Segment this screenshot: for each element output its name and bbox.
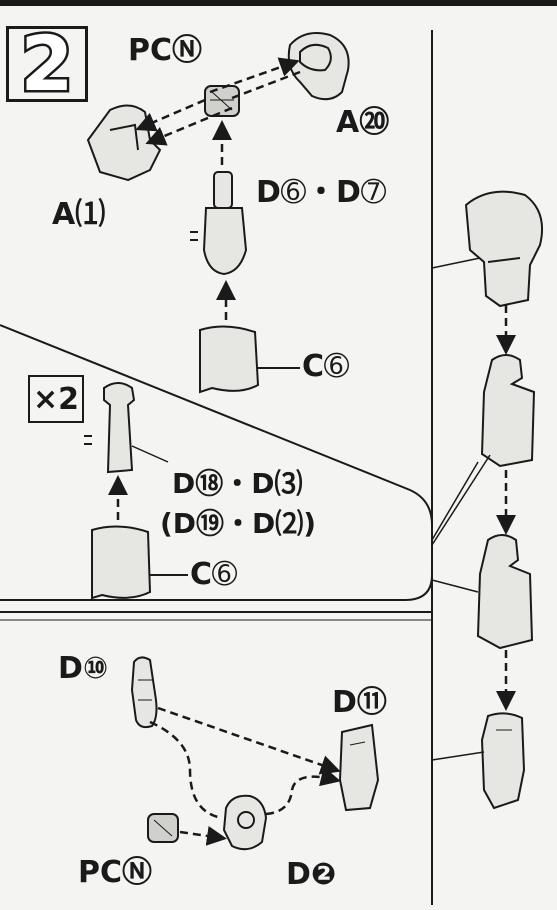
step-number-box: 2 (6, 19, 88, 108)
dashed-arrows-top (135, 57, 301, 165)
part-d11 (338, 723, 380, 812)
part-c6-lower (91, 525, 188, 600)
assembly-right-2 (480, 354, 536, 468)
part-a20 (287, 32, 350, 101)
assembly-right-3 (476, 534, 534, 650)
part-d6-d7 (190, 171, 248, 276)
part-d10 (130, 656, 158, 729)
label-d11: D⑪ (332, 685, 387, 720)
dashed-arrows-bottom (149, 706, 341, 846)
label-d6-d7: D➅・D➆ (256, 175, 387, 210)
quantity-box: ×2 (28, 375, 84, 423)
part-c6-upper (199, 325, 300, 394)
label-pc-bottom: PCⓃ (78, 855, 153, 890)
label-c6-upper: C➅ (302, 349, 350, 384)
part-d18-d23 (84, 382, 136, 474)
assembly-right-4 (480, 712, 526, 810)
part-pc-bottom (147, 813, 179, 843)
part-a21 (86, 104, 162, 182)
leader-lines-right (431, 257, 491, 761)
label-pc-top: PCⓃ (128, 33, 203, 68)
step-number: 2 (18, 19, 76, 108)
quantity-multiplier: ×2 (32, 381, 79, 417)
label-d2: D❷ (286, 857, 337, 892)
part-d2 (222, 794, 268, 851)
top-border (0, 0, 557, 6)
label-a21: A⑴ (52, 197, 106, 232)
section-dividers (0, 30, 433, 905)
assembly-right-1 (464, 190, 544, 308)
label-c6-lower: C➅ (190, 557, 238, 592)
label-a20: A⑳ (336, 105, 390, 140)
label-d18-d23: D⑱・D⑶ (172, 467, 303, 500)
label-d19-d22: (D⑲・D⑵) (160, 507, 317, 540)
label-d10: D⑩ (58, 651, 109, 686)
part-pc-top (204, 85, 240, 117)
